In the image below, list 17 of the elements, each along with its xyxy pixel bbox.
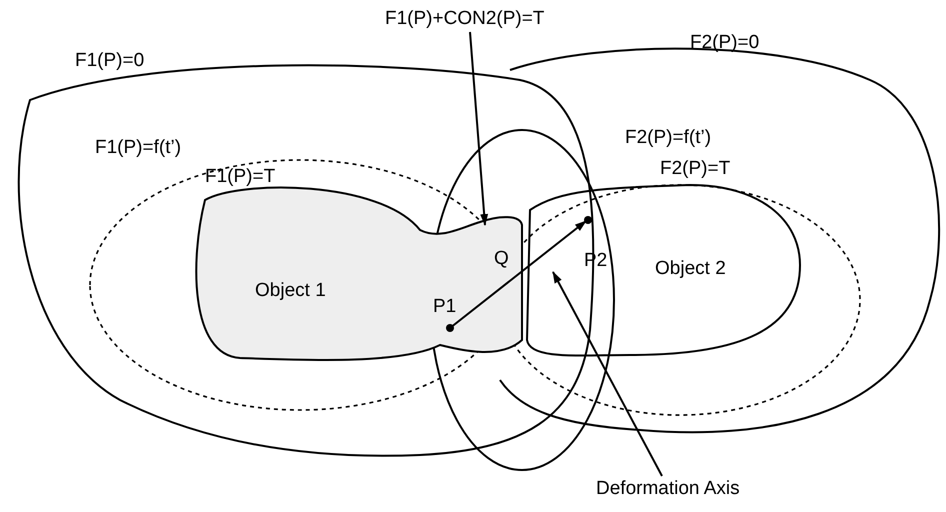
- contour-label: F2(P)=T: [660, 158, 730, 180]
- callout-text: Deformation Axis: [596, 478, 740, 500]
- object-label: Object 2: [655, 258, 726, 280]
- object-shape: [526, 184, 801, 357]
- leader-arrow: [469, 32, 488, 226]
- contour-label: F1(P)=T: [205, 166, 276, 188]
- contour-label: F1(P)=f(t’): [95, 137, 182, 159]
- leader-arrow: [552, 271, 663, 476]
- point-label: Q: [494, 248, 509, 270]
- point-label: P1: [433, 296, 456, 318]
- axis-arrow: [446, 216, 592, 332]
- object-label: Object 1: [255, 280, 326, 302]
- object-shape: [195, 186, 523, 362]
- contour-label: F2(P)=f(t’): [625, 127, 712, 149]
- contour-label: F1(P)=0: [75, 50, 144, 72]
- contour-label: F2(P)=0: [690, 32, 760, 54]
- callout-text: F1(P)+CON2(P)=T: [385, 8, 544, 30]
